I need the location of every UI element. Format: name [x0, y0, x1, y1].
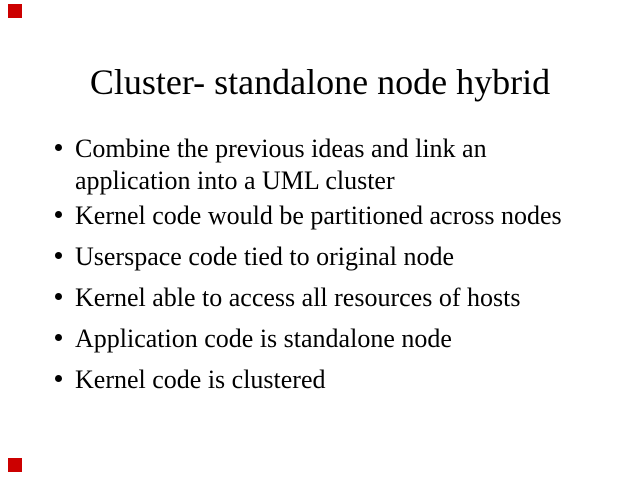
bullet-text: Combine the previous ideas and link an a… [75, 134, 487, 195]
bullet-text: Kernel able to access all resources of h… [75, 283, 521, 312]
bullet-dot-icon [55, 293, 62, 300]
bullet-text: Userspace code tied to original node [75, 242, 455, 271]
red-corner-marker-top-left [8, 4, 22, 18]
red-corner-marker-bottom-left [8, 458, 22, 472]
bullet-item: Userspace code tied to original node [55, 241, 585, 273]
bullet-text: Kernel code is clustered [75, 365, 326, 394]
bullet-item: Kernel code would be partitioned across … [55, 200, 585, 232]
bullet-dot-icon [55, 375, 62, 382]
bullet-item: Kernel code is clustered [55, 364, 585, 396]
bullet-text: Kernel code would be partitioned across … [75, 201, 562, 230]
bullet-dot-icon [55, 211, 62, 218]
bullet-item: Combine the previous ideas and link an a… [55, 133, 585, 197]
bullet-text: Application code is standalone node [75, 324, 452, 353]
bullet-dot-icon [55, 144, 62, 151]
bullet-dot-icon [55, 334, 62, 341]
bullet-list: Combine the previous ideas and link an a… [55, 133, 585, 405]
bullet-item: Kernel able to access all resources of h… [55, 282, 585, 314]
bullet-item: Application code is standalone node [55, 323, 585, 355]
slide-title: Cluster- standalone node hybrid [89, 62, 551, 102]
bullet-dot-icon [55, 252, 62, 259]
